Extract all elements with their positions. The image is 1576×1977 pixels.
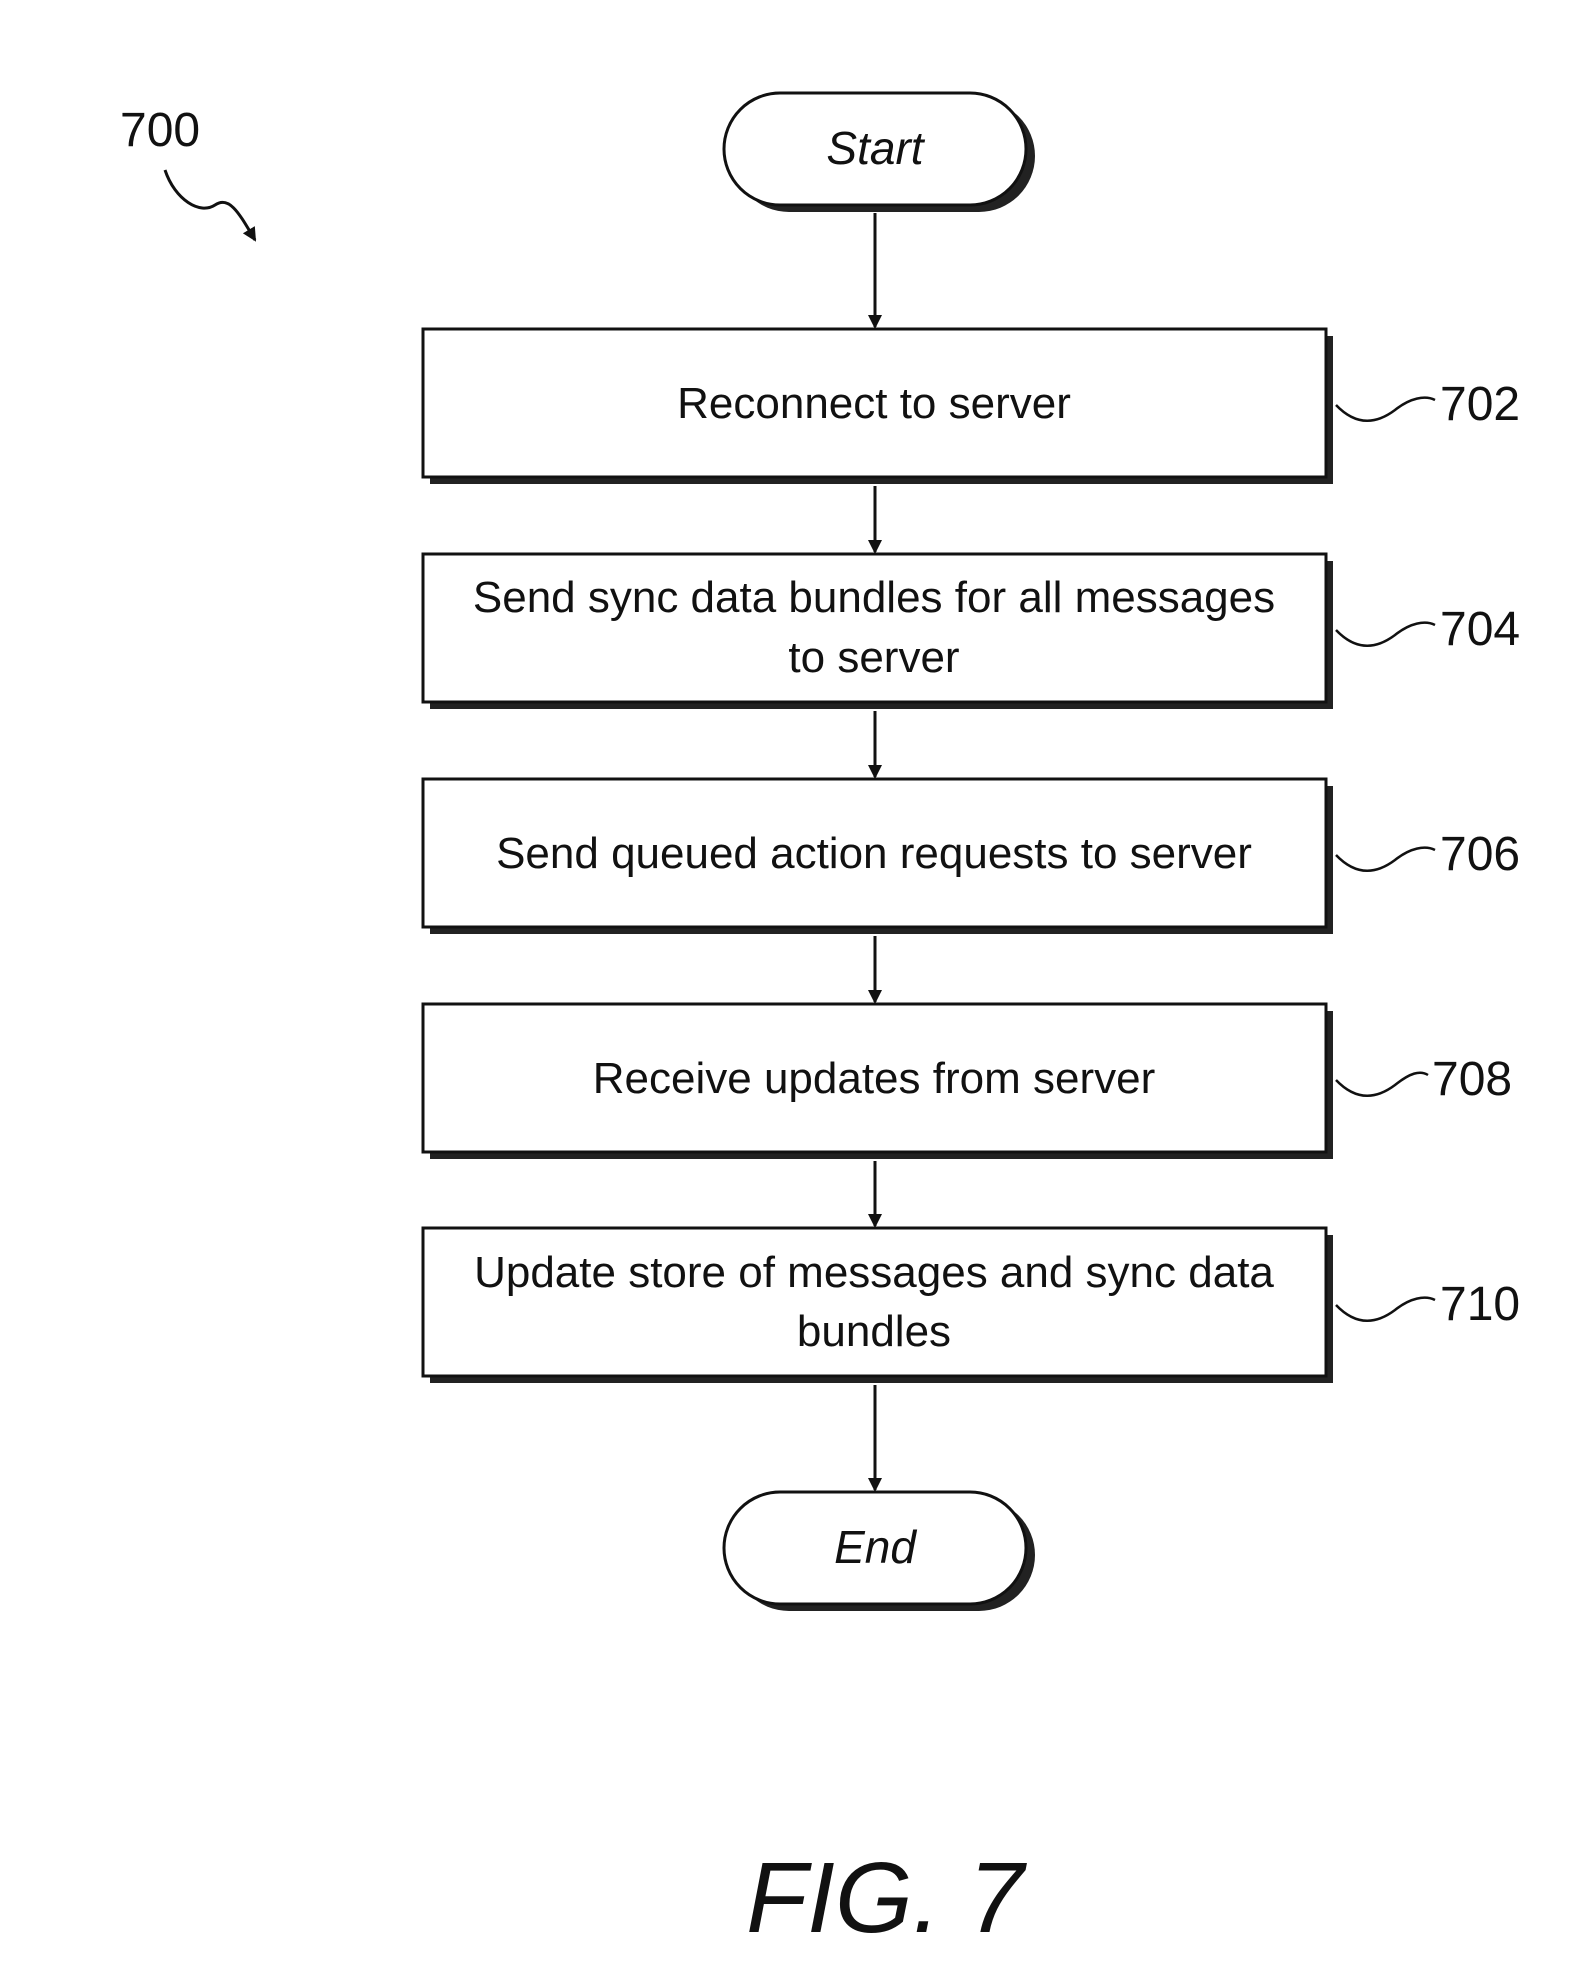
figure-caption: FIG. 7	[746, 1842, 1027, 1954]
ref-number-706: 706	[1440, 828, 1520, 881]
step-702-label-line-1: Reconnect to server	[677, 379, 1071, 428]
step-710-label-line-1: Update store of messages and sync data	[474, 1248, 1274, 1297]
end-terminal: End	[724, 1492, 1035, 1611]
ref-leader-710	[1336, 1298, 1435, 1321]
ref-leader-708	[1336, 1073, 1428, 1096]
step-box-702: Reconnect to server	[423, 329, 1333, 484]
ref-number-708: 708	[1432, 1053, 1512, 1106]
step-704-label-line-2: to server	[788, 633, 959, 682]
step-box-708: Receive updates from server	[423, 1004, 1333, 1159]
end-label: End	[834, 1521, 917, 1573]
ref-number-702: 702	[1440, 378, 1520, 431]
step-710-label-line-2: bundles	[797, 1307, 951, 1356]
figure-ref-leader-arrow	[165, 170, 255, 240]
start-terminal: Start	[724, 93, 1035, 212]
ref-number-710: 710	[1440, 1278, 1520, 1331]
ref-number-704: 704	[1440, 603, 1520, 656]
ref-leader-706	[1336, 848, 1435, 871]
start-label: Start	[826, 122, 925, 174]
step-706-label-line-1: Send queued action requests to server	[496, 829, 1252, 878]
step-box-704: Send sync data bundles for all messages …	[423, 554, 1333, 709]
step-708-label-line-1: Receive updates from server	[593, 1054, 1155, 1103]
step-box-706: Send queued action requests to server	[423, 779, 1333, 934]
step-box-710: Update store of messages and sync data b…	[423, 1228, 1333, 1383]
ref-leader-704	[1336, 623, 1435, 646]
ref-leader-702	[1336, 398, 1435, 421]
figure-ref-number: 700	[120, 104, 200, 157]
step-704-label-line-1: Send sync data bundles for all messages	[473, 573, 1275, 622]
